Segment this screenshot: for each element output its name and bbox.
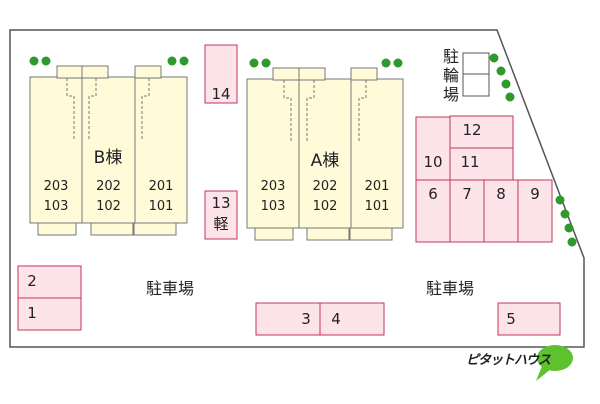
tree [567,237,577,247]
balcony [306,227,350,241]
unit-block [350,78,404,229]
unit-label: 203 [260,179,286,194]
tree [249,58,259,68]
parking-space-5 [497,302,561,336]
unit-label: 103 [260,199,286,214]
entrance-bump [81,65,109,79]
stair-line [66,78,75,140]
parking-lot-label: 駐車場 [145,279,194,298]
entrance-bump [134,65,162,79]
stair-line [141,78,150,140]
unit-label: 103 [43,199,69,214]
parking-space-number: 13 [211,194,231,212]
stair-line [306,80,315,142]
unit-label: 201 [148,179,174,194]
unit-label: 202 [96,179,121,194]
parking-space-3 [255,302,321,336]
parking-space-6 [415,179,451,243]
stair-line [358,80,367,142]
parking-space-number: 5 [506,310,516,328]
tree [560,209,570,219]
parking-space-number: 11 [460,153,480,171]
parking-space-number: 3 [301,310,311,328]
tree [496,66,506,76]
logo-bubble-icon [536,345,573,381]
tree [489,53,499,63]
parking-lot-label: 駐車場 [425,279,474,298]
tree [167,56,177,66]
trees [29,53,577,247]
parking-space-number: 1 [27,304,37,322]
tree [393,58,403,68]
balcony [254,227,294,241]
parking-space-number: 12 [462,121,482,139]
parking-space-14 [204,44,238,104]
balcony [133,222,177,236]
parking-space-number: 9 [530,185,540,203]
building-b [29,65,188,236]
stair-line [88,78,97,140]
parking-space-number: 2 [27,272,37,290]
tree [564,223,574,233]
stair-line [283,80,292,142]
unit-label: 101 [364,199,390,214]
unit-label: 102 [96,199,121,214]
parking-space-4 [319,302,385,336]
entrance-bump [272,67,300,81]
tree [41,56,51,66]
tree [179,56,189,66]
unit-block [246,78,300,229]
tree [381,58,391,68]
unit-label: 201 [364,179,390,194]
tree [501,79,511,89]
parking-space-13 [204,190,238,240]
unit-label: 101 [148,199,174,214]
parking-space-number: 14 [211,85,231,103]
parking-spaces [17,44,561,336]
balcony [37,222,77,236]
tree [261,58,271,68]
parking-space-2 [17,265,82,299]
entrance-bump [298,67,326,81]
unit-label: 102 [312,199,338,214]
parking-space-number: 10 [423,153,443,171]
balcony [349,227,393,241]
building-a-name: A棟 [310,151,340,171]
tree [505,92,515,102]
parking-space-number: 7 [462,185,472,203]
tree [29,56,39,66]
parking-space-7 [449,179,485,243]
entrance-bump [350,67,378,81]
unit-label: 202 [312,179,338,194]
parking-space-1 [17,297,82,331]
entrance-bump [56,65,83,79]
small-car-label: 軽 [213,215,229,233]
tree [555,195,565,205]
parking-space-number: 8 [496,185,506,203]
parking-space-9 [517,179,553,243]
unit-label: 203 [43,179,69,194]
building-a [246,67,404,241]
bike-parking-label: 駐輪場 [442,47,459,104]
logo-text: ピタットハウス [466,353,551,368]
building-b-name: B棟 [93,148,123,168]
balcony [90,222,134,236]
parking-space-number: 6 [428,185,438,203]
parking-space-number: 4 [331,310,341,328]
unit-block [134,76,188,224]
parking-space-12 [449,115,514,149]
